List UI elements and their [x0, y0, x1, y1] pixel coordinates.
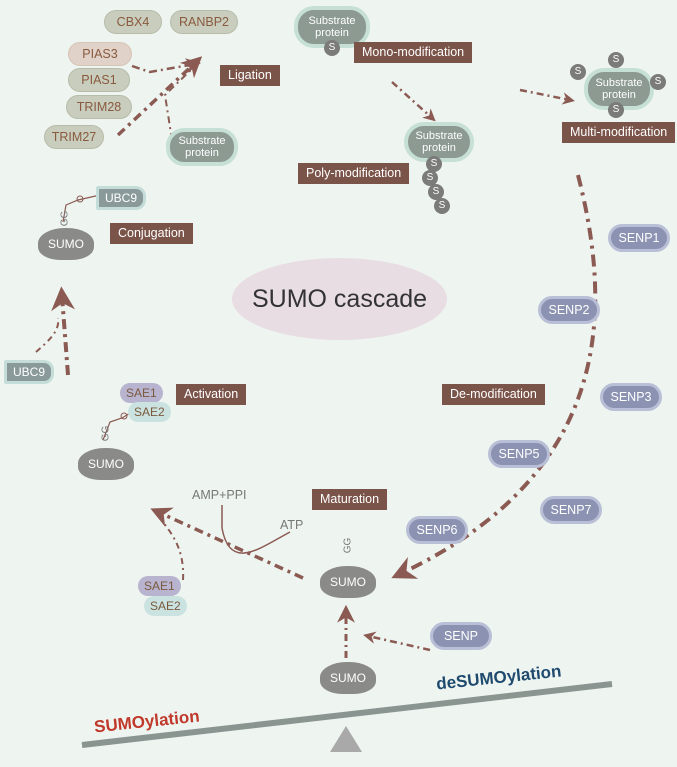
senp-free: SENP: [430, 622, 492, 650]
sumo-precursor: SUMO: [320, 662, 376, 694]
ligase-pias3: PIAS3: [68, 42, 132, 66]
label-maturation: Maturation: [312, 489, 388, 510]
sumo-s-poly-1: S: [426, 156, 442, 172]
sumo-s-poly-2: S: [422, 170, 438, 186]
amp-ppi-label: AMP+PPI: [192, 488, 247, 502]
senp1: SENP1: [608, 224, 670, 252]
sumo-s-multi-right: S: [650, 74, 666, 90]
sae2-free: SAE2: [144, 596, 187, 616]
sae1-activation: SAE1: [120, 383, 163, 403]
label-mono-modification: Mono-modification: [354, 42, 473, 63]
sumo-s-multi-top: S: [608, 52, 624, 68]
gg-activation: GG: [100, 425, 112, 442]
senp2: SENP2: [538, 296, 600, 324]
label-ligation: Ligation: [220, 65, 280, 86]
balance-beam: [81, 681, 613, 748]
sumo-s-poly-3: S: [428, 184, 444, 200]
ubc9-conjugation: UBC9: [96, 186, 147, 210]
arrow-senp: [363, 631, 431, 652]
diagram-title: SUMO cascade: [232, 258, 447, 340]
senp3: SENP3: [600, 383, 662, 411]
ligase-cbx4: CBX4: [104, 10, 162, 34]
conj-link: [62, 194, 101, 223]
senp7: SENP7: [540, 496, 602, 524]
label-poly-modification: Poly-modification: [298, 163, 410, 184]
ligase-ranbp2: RANBP2: [170, 10, 238, 34]
sumo-conjugation: SUMO: [38, 228, 94, 260]
senp5: SENP5: [488, 440, 550, 468]
ligase-trim28: TRIM28: [66, 95, 132, 119]
substrate-protein-poly: Substrate protein: [404, 122, 474, 162]
ligase-pias1: PIAS1: [68, 68, 130, 92]
sumo-s-poly-4: S: [434, 198, 450, 214]
sumo-activation: SUMO: [78, 448, 134, 480]
arrow-sumo-to-activation: [150, 507, 304, 580]
atp-curve: [221, 505, 291, 554]
label-activation: Activation: [176, 384, 247, 405]
substrate-protein-ligation: Substrate protein: [166, 128, 238, 166]
label-conjugation: Conjugation: [110, 223, 193, 244]
arrow-mono-to-poly: [391, 81, 436, 122]
balance-fulcrum: [330, 726, 362, 752]
sumo-mature: SUMO: [320, 566, 376, 598]
senp6: SENP6: [406, 516, 468, 544]
arrow-trim-to-ligation: [116, 56, 203, 137]
ubc9-free: UBC9: [4, 360, 55, 384]
ligase-trim27: TRIM27: [44, 125, 104, 149]
arrow-ubc9-up: [51, 286, 76, 376]
sumo-s-multi-bottom: S: [608, 102, 624, 118]
arrow-demodification-arc: [391, 174, 598, 579]
arrow-substrate-to-ligation: [163, 63, 198, 141]
label-de-modification: De-modification: [442, 384, 545, 405]
sumo-s-mono: S: [324, 40, 340, 56]
sae2-activation: SAE2: [128, 402, 171, 422]
gg-conjugation: GG: [59, 210, 71, 227]
gg-mature: GG: [342, 537, 354, 554]
arrow-to-multi: [519, 88, 575, 105]
atp-label: ATP: [280, 518, 304, 532]
arrow-sae-to-activation: [157, 514, 185, 581]
arrow-ubc9-branch: [35, 317, 60, 353]
label-multi-modification: Multi-modification: [562, 122, 676, 143]
sumo-s-multi-left: S: [570, 64, 586, 80]
sae1-free: SAE1: [138, 576, 181, 596]
